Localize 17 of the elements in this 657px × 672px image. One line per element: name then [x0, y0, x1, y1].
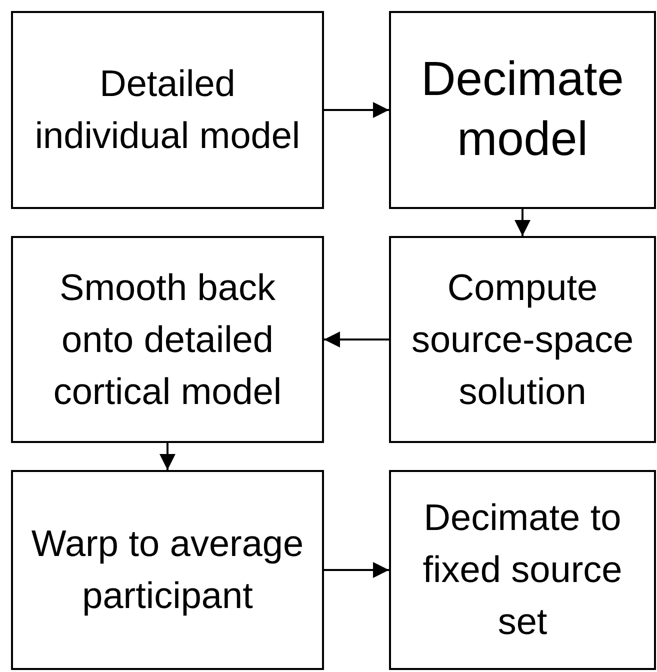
arrow — [324, 562, 389, 578]
process-box — [11, 11, 324, 209]
process-box — [11, 236, 324, 443]
box-label: Smooth back onto detailed cortical model — [52, 266, 283, 414]
process-box — [389, 470, 656, 670]
arrow — [324, 332, 389, 348]
arrow — [514, 209, 530, 236]
box-label: Compute source-space solution — [410, 266, 635, 414]
arrow — [324, 102, 389, 118]
box-label: Warp to average participant — [30, 522, 305, 618]
box-label: Detailed individual model — [34, 62, 302, 158]
process-box — [389, 236, 656, 443]
box-label: Decimate to fixed source set — [422, 496, 624, 644]
box-label: Decimate model — [420, 52, 625, 168]
process-box — [11, 470, 324, 670]
arrow — [160, 443, 176, 470]
process-box — [389, 11, 656, 209]
